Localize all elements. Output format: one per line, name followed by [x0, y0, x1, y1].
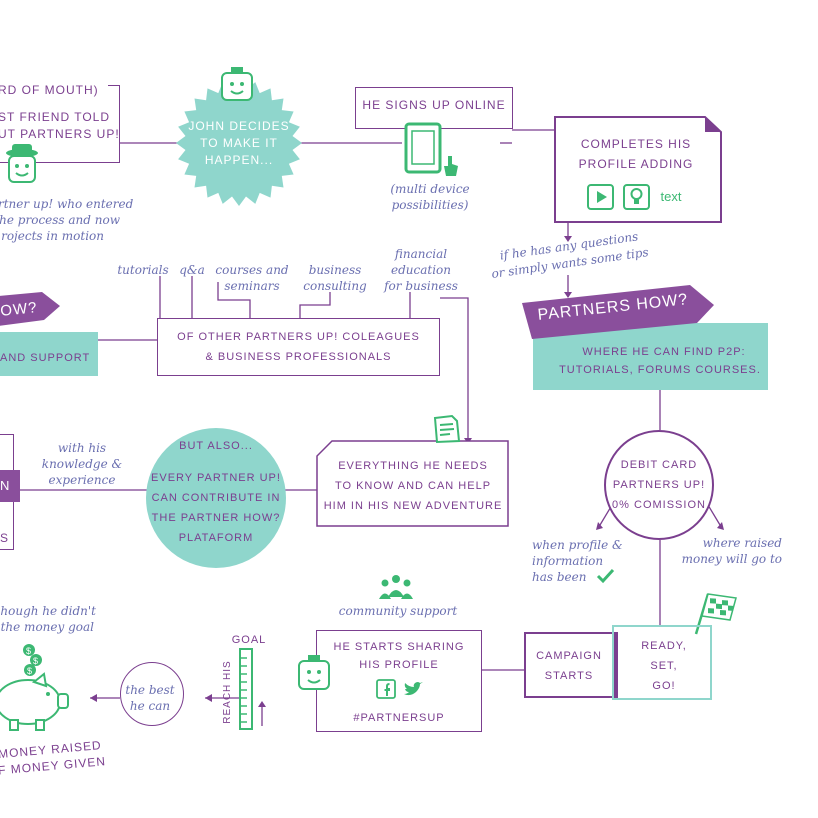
ready-line1: READY,	[641, 640, 687, 652]
debit-card-circle	[604, 430, 714, 540]
everything-box	[316, 440, 509, 527]
signup-note-line1: (multi device	[390, 182, 470, 196]
goal-label: GOAL	[231, 634, 267, 646]
topic-courses-line2: seminars	[224, 279, 280, 293]
debit-line2: PARTNERS UP!	[612, 479, 706, 491]
when-profile-line3: has been	[532, 570, 587, 584]
word-of-mouth-line1: ST FRIEND TOLD	[0, 110, 111, 124]
but-also-circle	[146, 428, 286, 568]
goal-ruler	[239, 648, 253, 730]
community-support-label: community support	[338, 604, 458, 618]
ready-box	[612, 625, 712, 700]
checkmark-icon	[596, 568, 615, 584]
word-of-mouth-header: RD OF MOUTH)	[0, 80, 108, 100]
sharing-box	[316, 630, 482, 732]
checkered-flag-icon	[694, 593, 737, 635]
sharing-line1: HE STARTS SHARING	[333, 641, 465, 653]
best-circle	[120, 662, 184, 726]
best-line2: he can	[129, 699, 171, 713]
knowledge-line2: knowledge &	[41, 457, 123, 471]
debit-line3: 0% COMISSION	[612, 499, 706, 511]
word-of-mouth-line2: UT PARTNERS UP!	[0, 127, 120, 141]
john-face-icon	[221, 67, 253, 101]
lightbulb-icon	[623, 184, 650, 210]
community-people-icon	[379, 575, 413, 599]
everything-line1: EVERYTHING HE NEEDS	[338, 460, 488, 472]
topic-business-line1: business	[308, 263, 362, 277]
partners-how-line1: WHERE HE CAN FIND P2P:	[582, 346, 746, 358]
though-line2: the money goal	[0, 620, 94, 634]
signup-label: HE SIGNS UP ONLINE	[362, 98, 506, 112]
though-line1: hough he didn't	[0, 604, 96, 618]
play-video-icon	[587, 184, 614, 210]
topic-business-line2: consulting	[303, 279, 367, 293]
sharing-line2: HIS PROFILE	[359, 659, 439, 671]
campaign-box	[524, 632, 618, 698]
debit-line1: DEBIT CARD	[620, 459, 698, 471]
everything-line2: TO KNOW AND CAN HELP	[334, 480, 492, 492]
partners-how-line2: TUTORIALS, FORUMS COURSES.	[559, 364, 761, 376]
where-raised-line1: where raised	[702, 536, 782, 550]
topic-tutorials: tutorials	[117, 263, 169, 277]
colleagues-line2: & BUSINESS PROFESSIONALS	[205, 351, 392, 363]
tablet-icon	[404, 122, 458, 176]
john-sharing-face-icon	[298, 655, 330, 690]
svg-text:$: $	[27, 666, 32, 676]
when-profile-line1: when profile &	[532, 538, 623, 552]
profile-text-label: text	[660, 189, 682, 204]
left-edge-n: N	[0, 478, 11, 493]
svg-text:$: $	[26, 646, 31, 656]
facebook-icon[interactable]	[376, 679, 396, 699]
partners-how-left-banner	[0, 292, 60, 326]
john-caption-line3: rojects in motion	[1, 229, 104, 243]
but-also-line4: THE PARTNER HOW?	[151, 512, 281, 524]
where-raised-line2: money will go to	[681, 552, 782, 566]
sharing-hashtag: #PARTNERSUP	[353, 712, 445, 724]
piggy-bank-icon: $ $ $	[0, 644, 69, 731]
person-hat-icon	[6, 144, 38, 183]
left-support-panel	[0, 332, 98, 376]
ready-line3: GO!	[652, 680, 676, 692]
profile-line1: COMPLETES HIS	[580, 137, 692, 151]
twitter-icon[interactable]	[402, 681, 424, 699]
topic-courses-line1: courses and	[215, 263, 289, 277]
colleagues-line1: OF OTHER PARTNERS UP! COLEAGUES	[177, 331, 420, 343]
topic-financial-line1: financial	[394, 247, 448, 261]
but-also-line2: EVERY PARTNER UP!	[151, 472, 281, 484]
signup-box	[355, 87, 513, 129]
knowledge-line3: experience	[48, 473, 116, 487]
but-also-line1: BUT ALSO...	[179, 440, 253, 452]
topic-financial-line2: education	[391, 263, 451, 277]
ready-line2: SET,	[650, 660, 678, 672]
reach-his-label: REACH HIS	[222, 660, 233, 724]
burst-line3: HAPPEN...	[204, 153, 274, 167]
john-caption-line1: rtner up! who entered	[0, 197, 134, 211]
but-also-line3: CAN CONTRIBUTE IN	[151, 492, 281, 504]
left-edge-s: S	[0, 531, 10, 545]
svg-text:$: $	[33, 656, 38, 666]
john-caption-line2: he process and now	[0, 213, 120, 227]
partners-how-banner	[522, 285, 714, 339]
everything-line3: HIM IN HIS NEW ADVENTURE	[323, 500, 503, 512]
campaign-line1: CAMPAIGN	[536, 650, 602, 662]
profile-line2: PROFILE ADDING	[578, 157, 694, 171]
burst-line2: TO MAKE IT	[200, 136, 278, 150]
topic-qa: q&a	[179, 263, 205, 277]
decision-burst	[176, 80, 302, 206]
but-also-line5: PLATAFORM	[178, 532, 254, 544]
campaign-line2: STARTS	[544, 670, 594, 682]
left-support-text: AND SUPPORT	[0, 352, 91, 364]
burst-line1: JOHN DECIDES	[188, 119, 290, 133]
when-profile-line2: information	[532, 554, 604, 568]
knowledge-line1: with his	[57, 441, 107, 455]
topic-financial-line3: for business	[384, 279, 458, 293]
signup-note-line2: possibilities)	[391, 198, 469, 212]
best-line1: the best	[125, 683, 175, 697]
document-icon	[433, 414, 461, 444]
left-edge-tag	[0, 470, 20, 502]
colleagues-box	[157, 318, 440, 376]
